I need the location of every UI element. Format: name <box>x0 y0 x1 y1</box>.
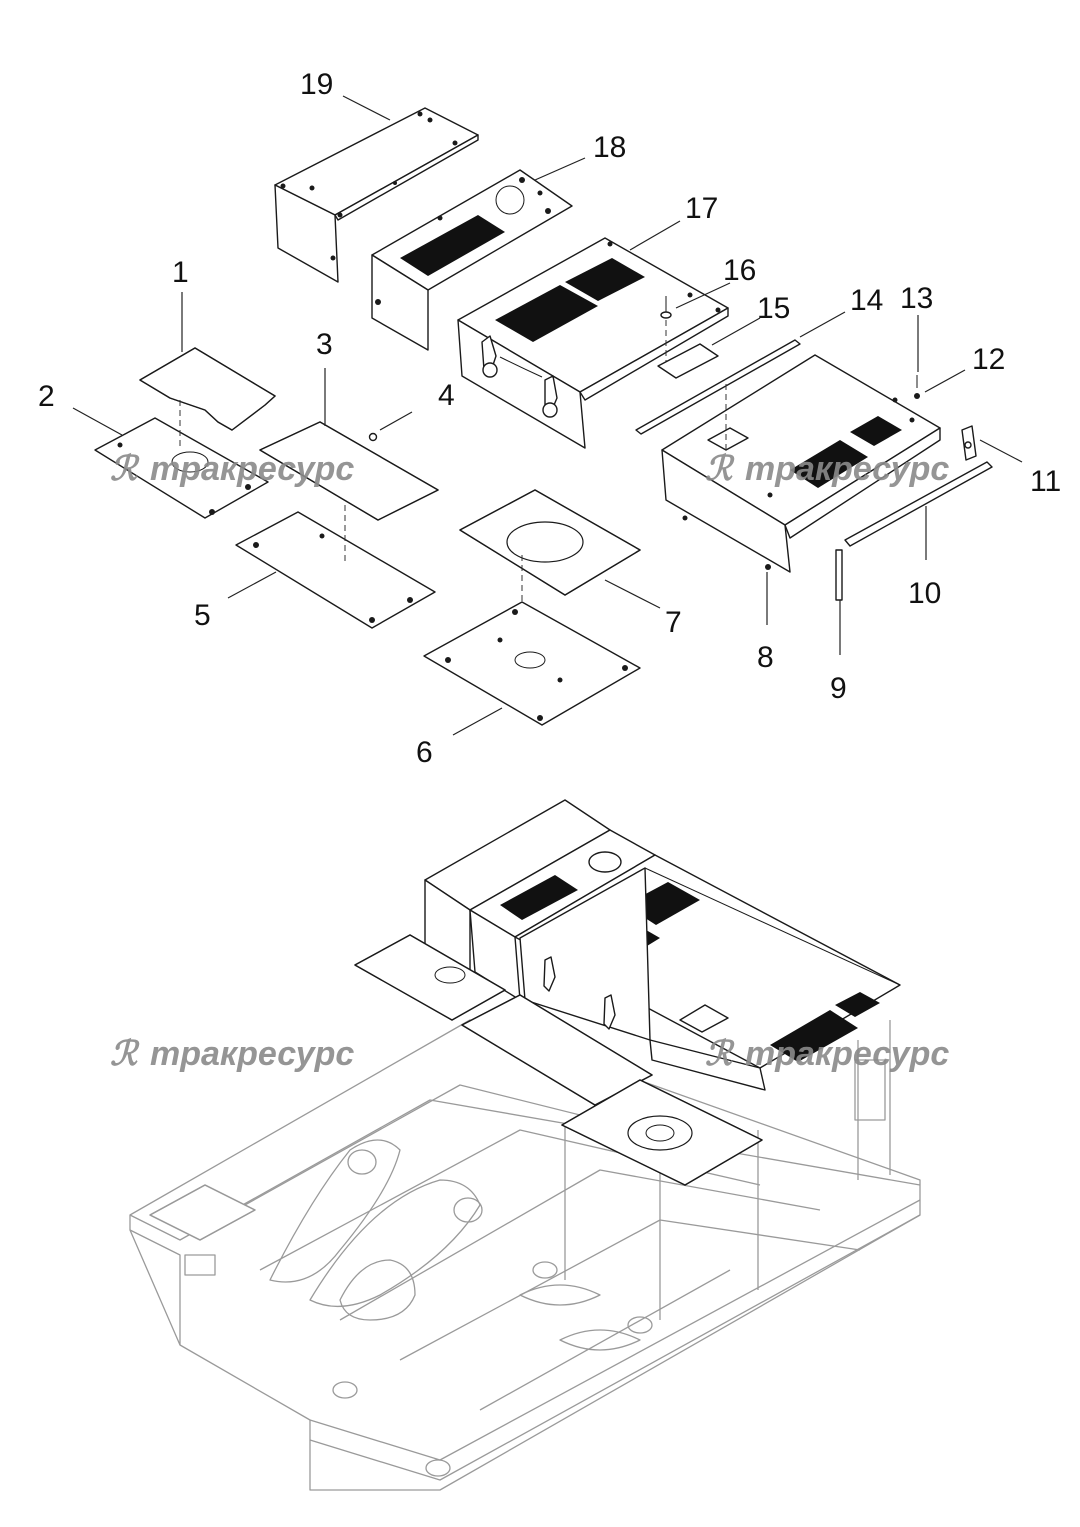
callout-12: 12 <box>972 343 1005 376</box>
callout-6: 6 <box>416 736 433 769</box>
watermark-upper-right: ℛ трaкресурс <box>705 450 949 488</box>
watermark-text: трaкресурс <box>150 450 354 488</box>
watermark-logo-mark: ℛ <box>705 1035 735 1073</box>
callout-13: 13 <box>900 282 933 315</box>
part-18-grille-cover <box>371 169 573 351</box>
part-9-strip <box>835 549 843 601</box>
leader-lines <box>72 95 1023 736</box>
assembled-covers <box>354 799 901 1186</box>
callout-18: 18 <box>593 131 626 164</box>
part-4-nut <box>368 432 378 442</box>
callout-11: 11 <box>1030 465 1061 498</box>
callout-8: 8 <box>757 641 774 674</box>
part-3-perforated-plate <box>259 421 439 521</box>
callout-2: 2 <box>38 380 55 413</box>
part-5-long-plate <box>235 505 436 629</box>
watermark-logo-mark: ℛ <box>110 1035 140 1073</box>
part-1-perforated-plate <box>139 347 276 431</box>
part-6-square-plate <box>423 601 641 726</box>
watermark-logo-mark: ℛ <box>705 450 735 488</box>
callout-labels: 1 2 3 4 5 6 7 8 9 10 11 12 13 14 15 16 1… <box>38 68 1061 769</box>
watermark-upper-left: ℛ трaкресурс <box>110 450 354 488</box>
part-8-right-cover <box>661 354 941 573</box>
callout-1: 1 <box>172 256 189 289</box>
callout-5: 5 <box>194 599 211 632</box>
part-10-strip <box>844 461 993 547</box>
callout-9: 9 <box>830 672 847 705</box>
callout-15: 15 <box>757 292 790 325</box>
watermark-logo-mark: ℛ <box>110 450 140 488</box>
part-13-bolt <box>914 375 920 399</box>
watermark-lower-right: ℛ трaкресурс <box>705 1035 949 1073</box>
watermark-text: трaкресурс <box>745 450 949 488</box>
callout-17: 17 <box>685 192 718 225</box>
watermark-text: трaкресурс <box>150 1035 354 1073</box>
assembled-frame <box>129 1019 921 1491</box>
part-15-plate <box>657 343 719 379</box>
part-16-bolt <box>660 296 672 365</box>
callout-14: 14 <box>850 284 883 317</box>
part-17-main-cover <box>457 237 729 449</box>
part-14-rod <box>635 339 801 435</box>
callout-7: 7 <box>665 606 682 639</box>
callout-3: 3 <box>316 328 333 361</box>
watermark-text: трaкресурс <box>745 1035 949 1073</box>
callout-16: 16 <box>723 254 756 287</box>
callout-10: 10 <box>908 577 941 610</box>
callout-4: 4 <box>438 379 455 412</box>
part-19-top-cover <box>274 107 479 283</box>
watermark-lower-left: ℛ трaкресурс <box>110 1035 354 1073</box>
callout-19: 19 <box>300 68 333 101</box>
part-7-perforated-plate <box>459 489 641 665</box>
part-11-bracket <box>961 425 977 461</box>
part-2-base-plate <box>94 400 269 519</box>
